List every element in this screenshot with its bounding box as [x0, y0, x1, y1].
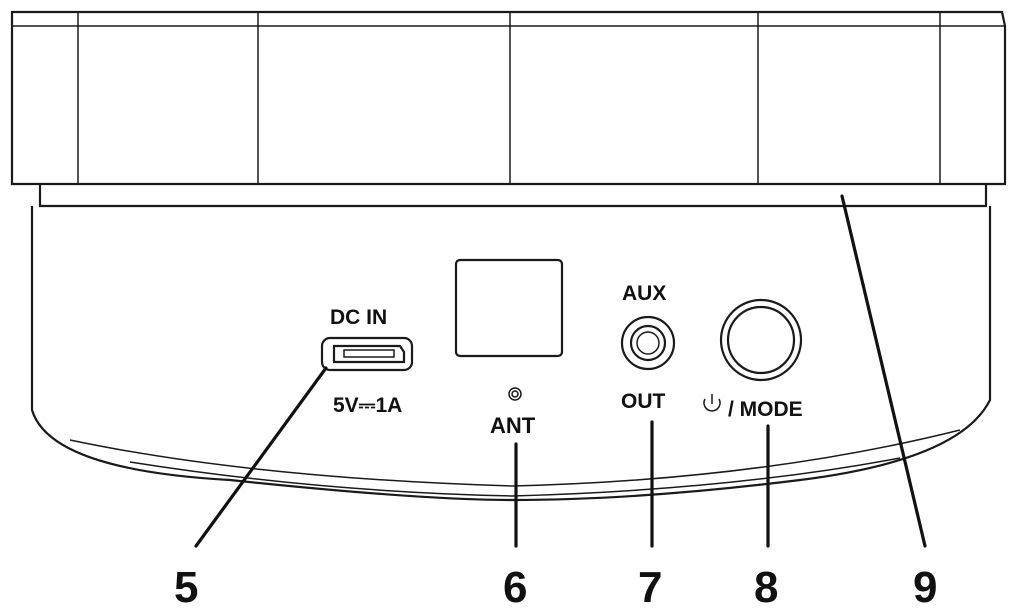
callout-8: 8 [754, 563, 778, 612]
dc-rating-label: 5V⎓1A [333, 394, 402, 417]
mode-label: / MODE [728, 398, 803, 421]
leader-lines [194, 194, 927, 548]
top-band [10, 10, 1007, 186]
antenna-window [454, 258, 564, 358]
leader-9 [840, 194, 927, 548]
callout-5: 5 [174, 563, 198, 612]
callout-6: 6 [503, 563, 527, 612]
antenna-point-icon [508, 387, 522, 401]
power-mode-button [719, 298, 803, 382]
dc-in-label: DC IN [330, 306, 387, 329]
callout-9: 9 [913, 563, 937, 612]
speaker-body [30, 184, 992, 502]
callout-7: 7 [638, 563, 662, 612]
power-icon [703, 394, 721, 412]
out-label: OUT [621, 390, 666, 413]
aux-out-jack [620, 315, 676, 371]
aux-label: AUX [622, 282, 666, 305]
ant-label: ANT [490, 413, 536, 438]
leader-5 [194, 366, 328, 548]
dc-in-port [320, 336, 414, 372]
